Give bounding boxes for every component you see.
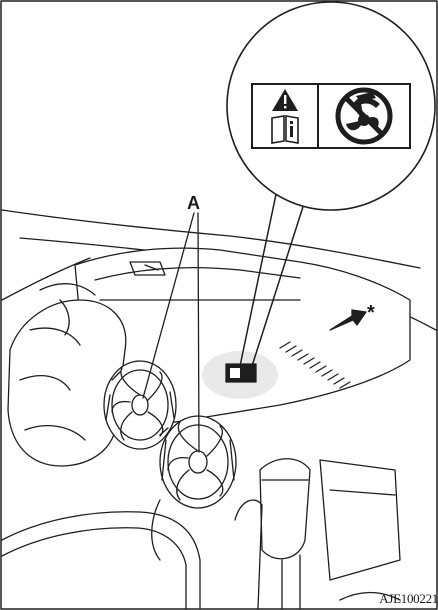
component-box — [320, 460, 400, 580]
zoom-circle — [227, 2, 435, 210]
cooling-fan-2 — [160, 416, 236, 508]
cooling-fan-1 — [104, 361, 176, 449]
no-hand-near-fan-icon — [338, 90, 390, 142]
figure-code: AJE100221 — [379, 591, 438, 607]
lower-hose — [2, 512, 200, 608]
direction-marker: * — [367, 302, 375, 325]
reservoir — [260, 459, 310, 559]
callout-label-a: A — [187, 193, 200, 214]
